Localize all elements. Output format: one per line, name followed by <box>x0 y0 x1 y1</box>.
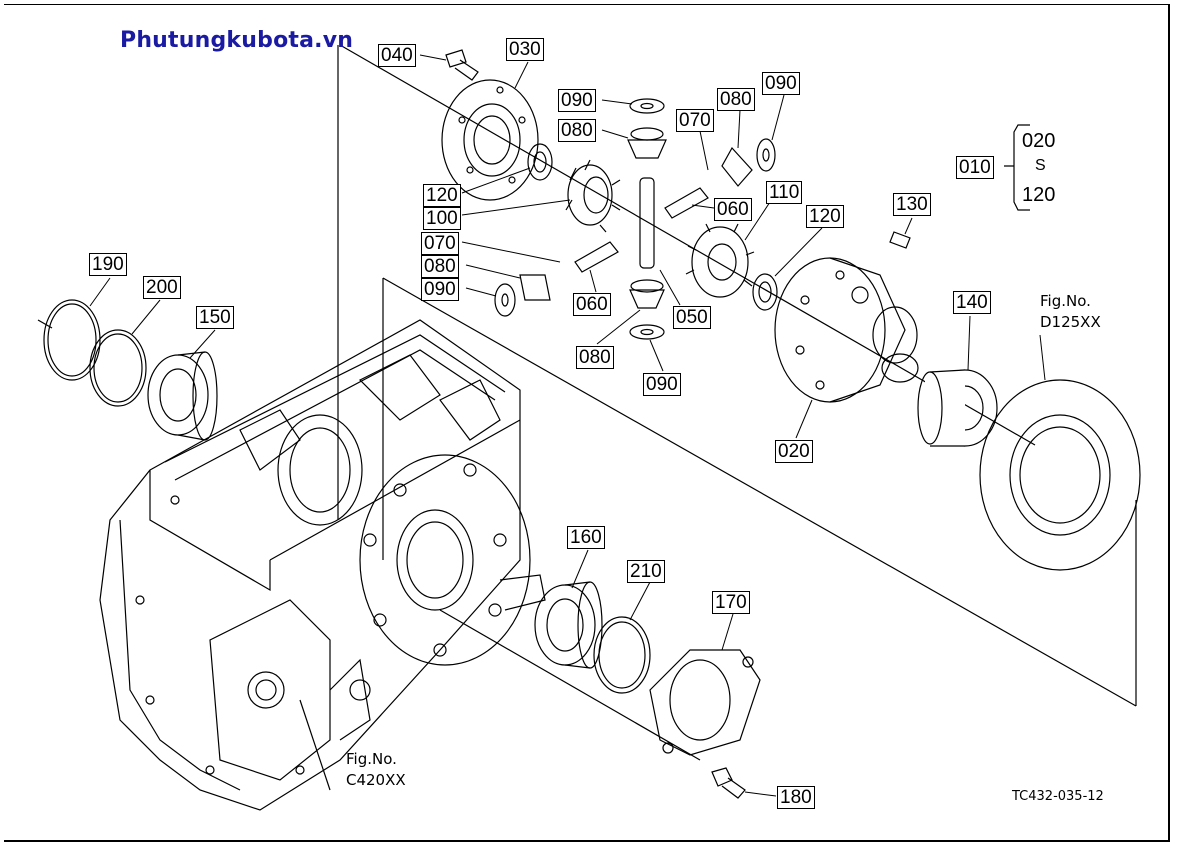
site-watermark: Phutungkubota.vn <box>120 28 354 53</box>
range-symbol: S <box>1035 157 1046 174</box>
part-label-160: 160 <box>567 526 605 549</box>
fig-ref-label: Fig.No. <box>1040 292 1091 310</box>
part-label-070: 070 <box>676 109 714 132</box>
differential-side-gear-100 <box>565 159 621 233</box>
differential-pinion-shafts <box>574 177 709 273</box>
part-label-010: 010 <box>956 156 994 179</box>
part-label-140: 140 <box>953 291 991 314</box>
part-label-090: 090 <box>558 89 596 112</box>
shim-200 <box>89 329 147 407</box>
part-label-090: 090 <box>643 373 681 396</box>
bearing-holder-030 <box>441 79 539 201</box>
fig-ref-label: Fig.No. <box>346 750 397 768</box>
part-label-060: 060 <box>573 293 611 316</box>
part-label-180: 180 <box>777 786 815 809</box>
part-label-100: 100 <box>423 207 461 230</box>
part-label-170: 170 <box>712 591 750 614</box>
part-label-090: 090 <box>762 72 800 95</box>
assembly-range-bracket <box>1004 124 1030 211</box>
thrust-washer-120-right <box>752 273 778 311</box>
bearing-cover-170 <box>649 649 761 756</box>
part-label-120: 120 <box>806 205 844 228</box>
thrust-washer-120-left <box>527 143 553 181</box>
assembly-leader-lines <box>299 44 1137 791</box>
part-label-150: 150 <box>196 306 234 329</box>
bearing-160 <box>534 581 603 669</box>
part-label-200: 200 <box>143 276 181 299</box>
drawing-code: TC432-035-12 <box>1012 789 1104 804</box>
pin-130 <box>889 231 911 249</box>
part-label-030: 030 <box>506 38 544 61</box>
bearing-150 <box>147 351 218 441</box>
part-label-020: 020 <box>775 440 813 463</box>
label-leaders <box>89 54 1046 797</box>
part-label-040: 040 <box>378 44 416 67</box>
differential-pinions-080 <box>519 127 753 309</box>
part-label-080: 080 <box>421 255 459 278</box>
shim-210 <box>593 616 651 694</box>
fig-ref-code: D125XX <box>1040 313 1101 331</box>
bearing-140 <box>917 369 998 447</box>
differential-side-gear-110 <box>685 223 755 298</box>
part-label-080: 080 <box>576 346 614 369</box>
bolt-180 <box>711 767 746 799</box>
part-label-080: 080 <box>717 88 755 111</box>
part-label-110: 110 <box>766 181 803 204</box>
part-label-210: 210 <box>627 560 665 583</box>
part-label-090: 090 <box>421 278 459 301</box>
gear-case-housing <box>99 319 546 811</box>
circlip-190 <box>37 299 101 381</box>
part-label-070: 070 <box>421 232 459 255</box>
part-label-120: 120 <box>423 184 461 207</box>
range-to: 120 <box>1022 184 1056 206</box>
bevel-ring-gear <box>979 379 1141 571</box>
pinion-washers-090 <box>494 98 776 340</box>
part-label-050: 050 <box>673 306 711 329</box>
bolt-040 <box>445 49 479 81</box>
range-from: 020 <box>1022 130 1056 152</box>
fig-ref-code: C420XX <box>346 771 406 789</box>
part-label-130: 130 <box>893 193 931 216</box>
drawing-frame <box>4 4 1170 842</box>
part-label-080: 080 <box>558 119 596 142</box>
part-label-190: 190 <box>89 253 127 276</box>
part-label-060: 060 <box>714 198 752 221</box>
differential-case-020 <box>774 257 919 403</box>
